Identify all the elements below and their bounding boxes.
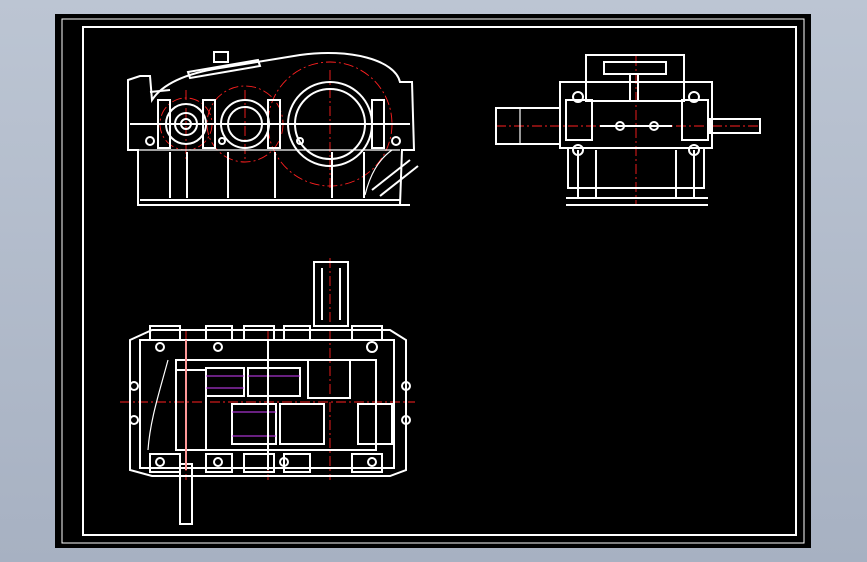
outer-border	[61, 18, 805, 544]
plan-view	[120, 258, 415, 525]
front-view	[127, 51, 419, 206]
side-view	[495, 54, 761, 206]
inner-border	[82, 26, 797, 536]
